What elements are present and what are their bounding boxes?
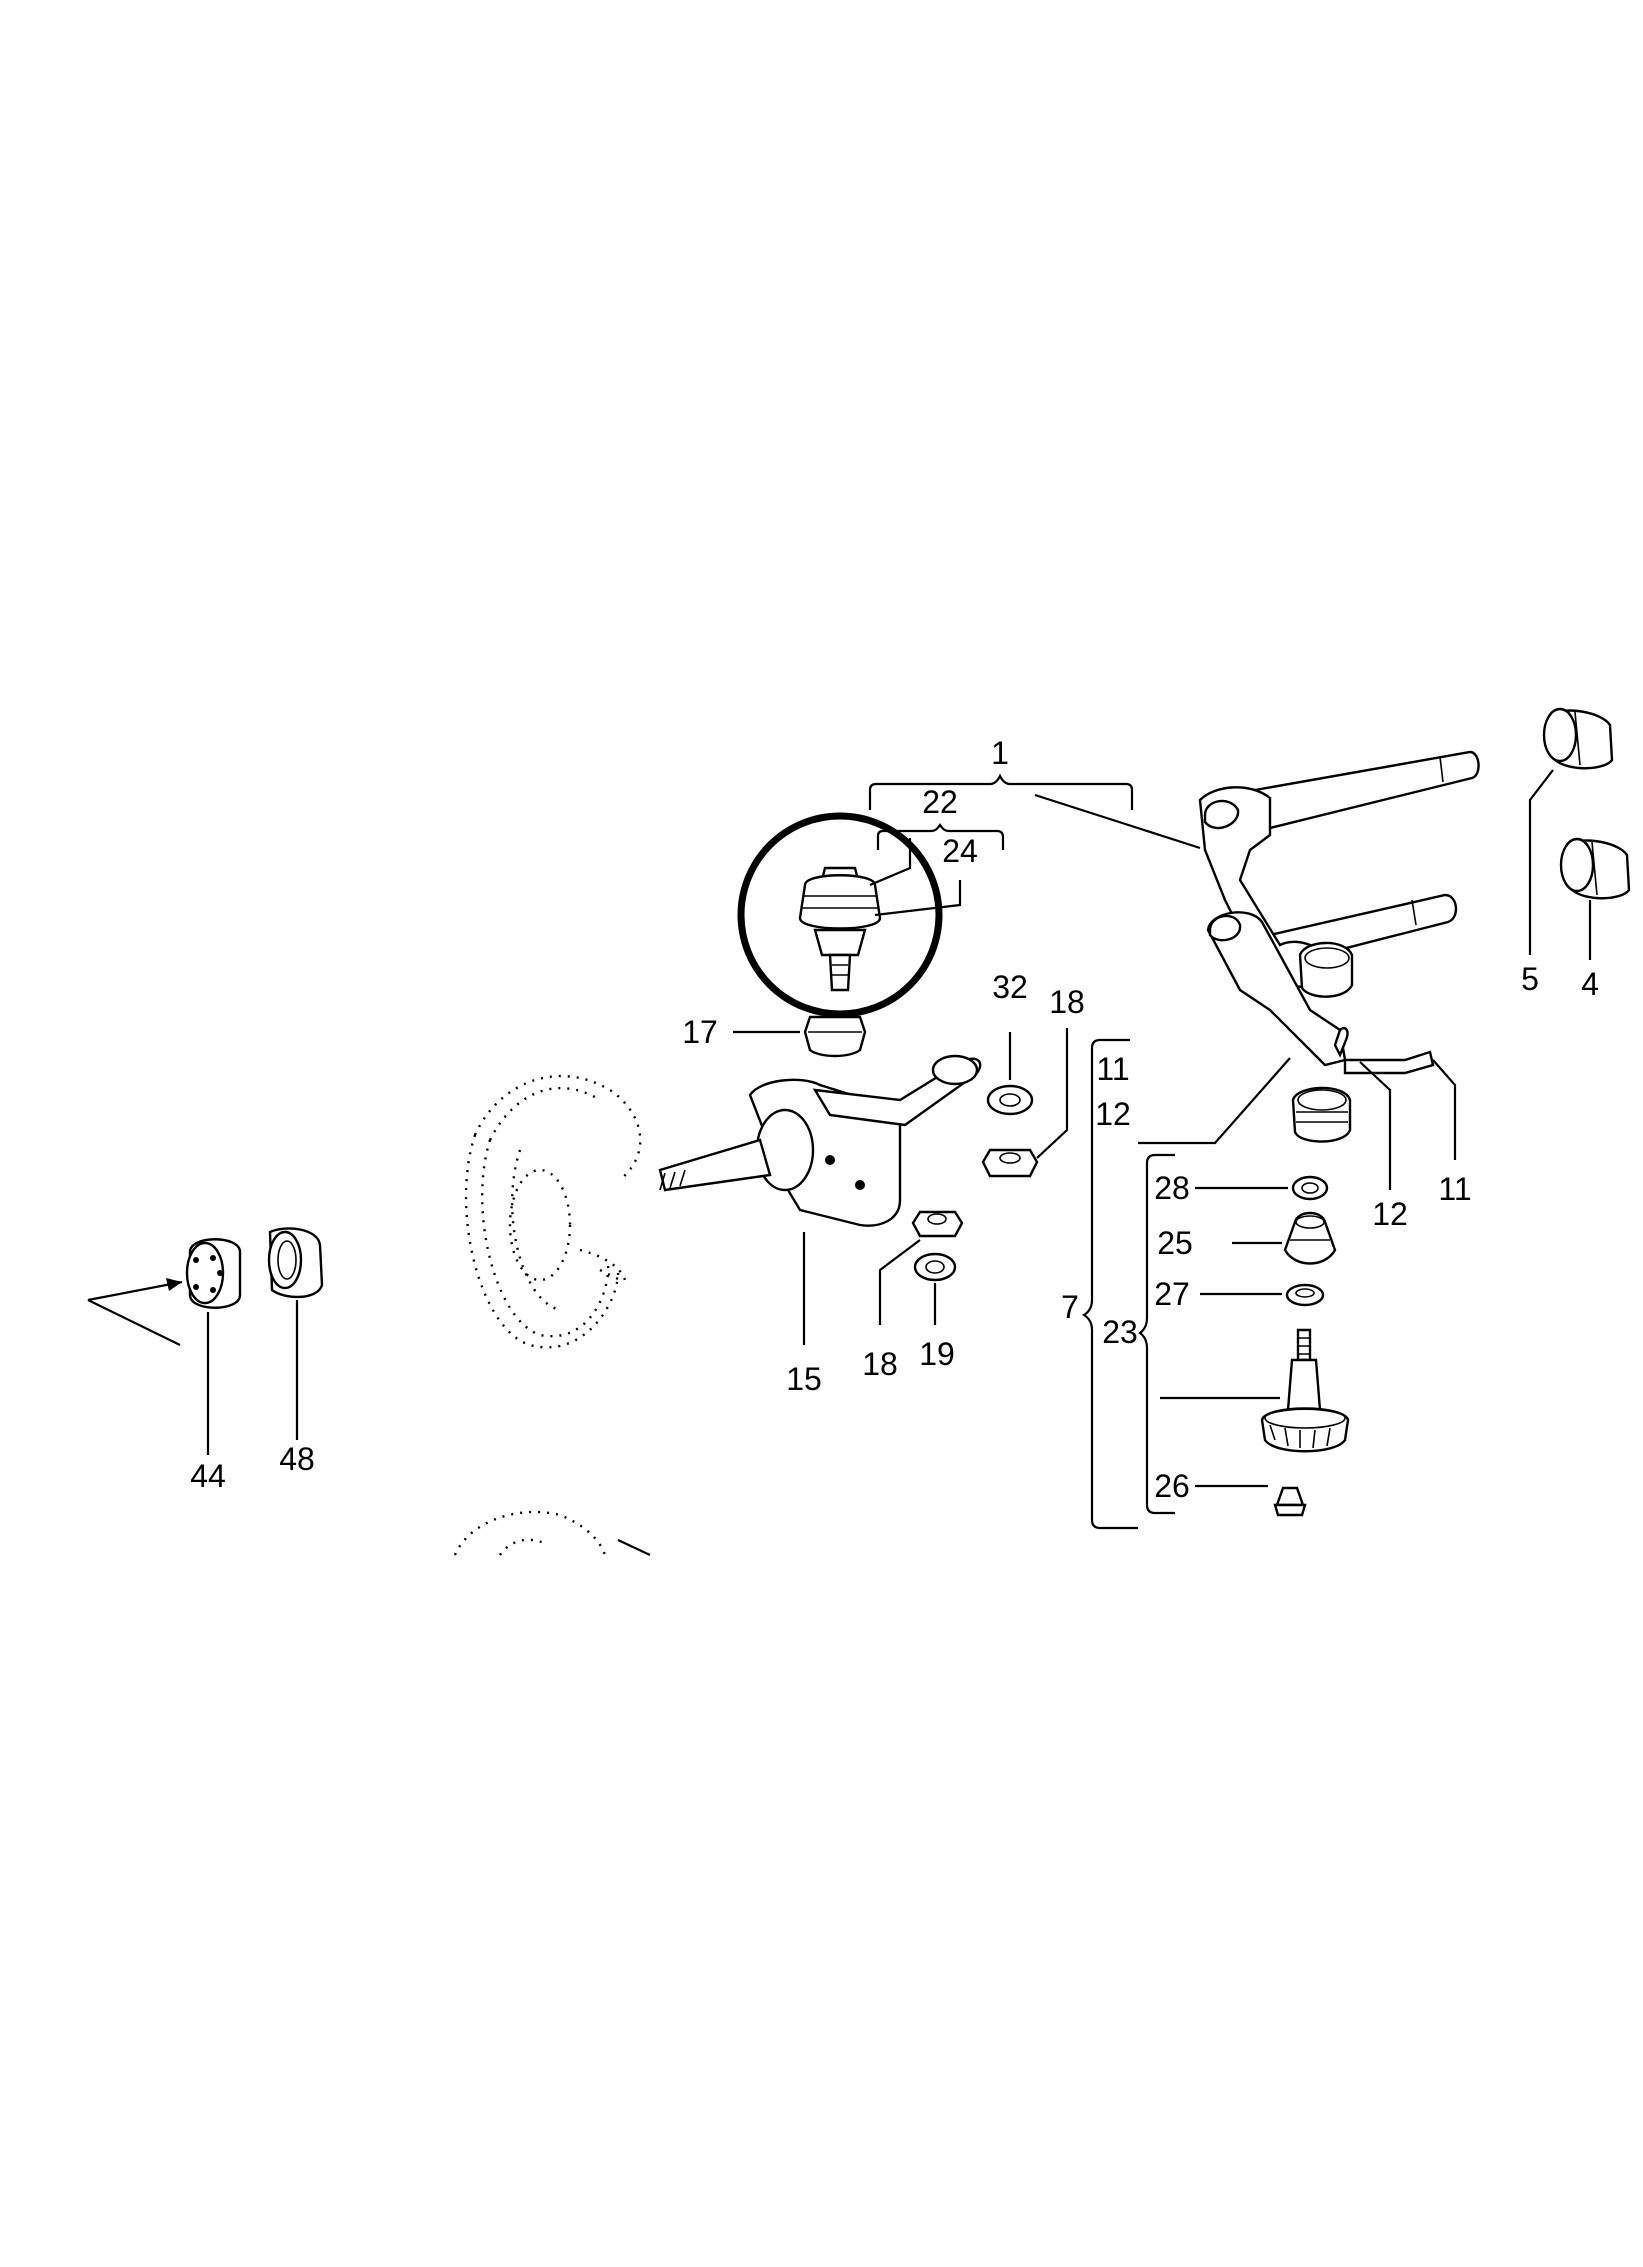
callout-44: 44 (190, 1458, 226, 1494)
nut-17 (803, 1015, 867, 1058)
callout-19: 19 (919, 1336, 955, 1372)
callout-22: 22 (922, 784, 958, 820)
callout-32: 32 (992, 969, 1028, 1005)
grease-nipple-26 (1273, 1486, 1307, 1517)
callout-12: 12 (1372, 1196, 1408, 1232)
circlip-27 (1285, 1283, 1325, 1307)
callout-5: 5 (1521, 961, 1539, 997)
bushing-5 (1542, 707, 1614, 770)
steering-knuckle (658, 1054, 982, 1227)
callout-25: 25 (1157, 1225, 1193, 1261)
callout-26: 26 (1154, 1468, 1190, 1504)
washer-19 (913, 1252, 957, 1282)
upper-ball-joint (798, 866, 882, 992)
callout-17: 17 (682, 1014, 718, 1050)
callout-48: 48 (279, 1441, 315, 1477)
washer-32 (986, 1084, 1034, 1116)
brake-drum-outline (464, 1074, 642, 1349)
bushing-4 (1559, 837, 1631, 900)
callout-27: 27 (1154, 1276, 1190, 1312)
wheel-bearing-44 (185, 1238, 242, 1309)
nut-18-lower (911, 1210, 964, 1238)
brake-drum-lower-outline (453, 1510, 651, 1556)
lower-ball-joint (1260, 1328, 1350, 1453)
callout-24: 24 (942, 833, 978, 869)
ball-joint-highlight-circle (737, 812, 943, 1018)
callout-23: 23 (1102, 1314, 1138, 1350)
leader-lines (206, 769, 1592, 1488)
callout-18-lower: 18 (862, 1346, 898, 1382)
bracket-7 (1081, 1038, 1138, 1530)
callout-1: 1 (991, 735, 1009, 771)
callout-18-upper: 18 (1049, 984, 1085, 1020)
boot-25 (1283, 1211, 1337, 1265)
callout-28: 28 (1154, 1170, 1190, 1206)
callout-15: 15 (786, 1361, 822, 1397)
bracket-23 (1138, 1153, 1175, 1515)
callout-12-list: 12 (1095, 1096, 1131, 1132)
washer-28 (1291, 1175, 1329, 1201)
bracket-1 (868, 773, 1134, 810)
bracket-22 (876, 823, 1005, 850)
callout-11-list: 11 (1096, 1051, 1129, 1087)
nut-18-upper (981, 1148, 1039, 1178)
callout-4: 4 (1581, 966, 1599, 1002)
axle-beam-assembly (1198, 750, 1480, 1143)
callout-11: 11 (1438, 1171, 1471, 1207)
bearing-arrows (87, 1278, 183, 1346)
callout-labels: 1 22 24 17 32 18 15 18 19 44 48 5 4 11 1… (190, 735, 1599, 1504)
grease-seal-48 (267, 1227, 324, 1299)
callout-7: 7 (1061, 1289, 1079, 1325)
